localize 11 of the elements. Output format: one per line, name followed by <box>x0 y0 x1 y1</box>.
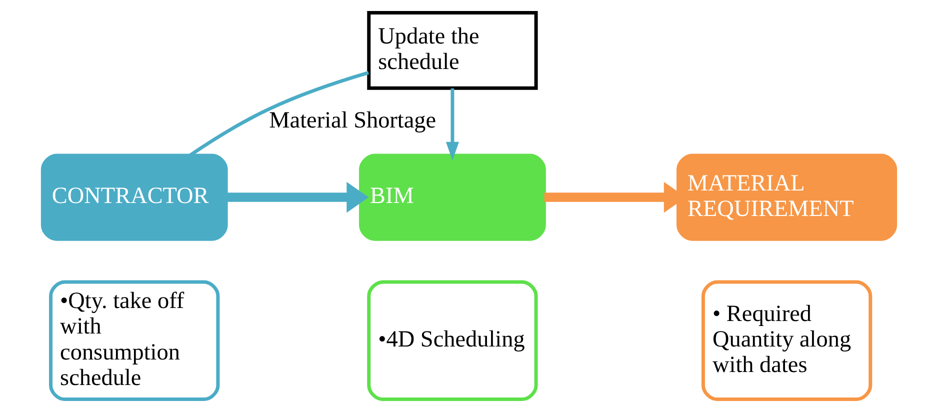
node-box: •Qty. take off with consumption schedule <box>48 280 220 402</box>
node-box: CONTRACTOR <box>40 154 228 241</box>
node-box: Update the schedule <box>366 10 538 90</box>
arrow <box>445 88 458 161</box>
node-box: • Required Quantity along with dates <box>700 280 872 402</box>
node-box: MATERIAL REQUIREMENT <box>676 154 897 241</box>
connector <box>188 71 368 157</box>
node-box: BIM <box>358 154 546 241</box>
arrow <box>226 182 368 213</box>
edge-label: Material Shortage <box>268 108 436 134</box>
node-box: •4D Scheduling <box>366 280 538 402</box>
